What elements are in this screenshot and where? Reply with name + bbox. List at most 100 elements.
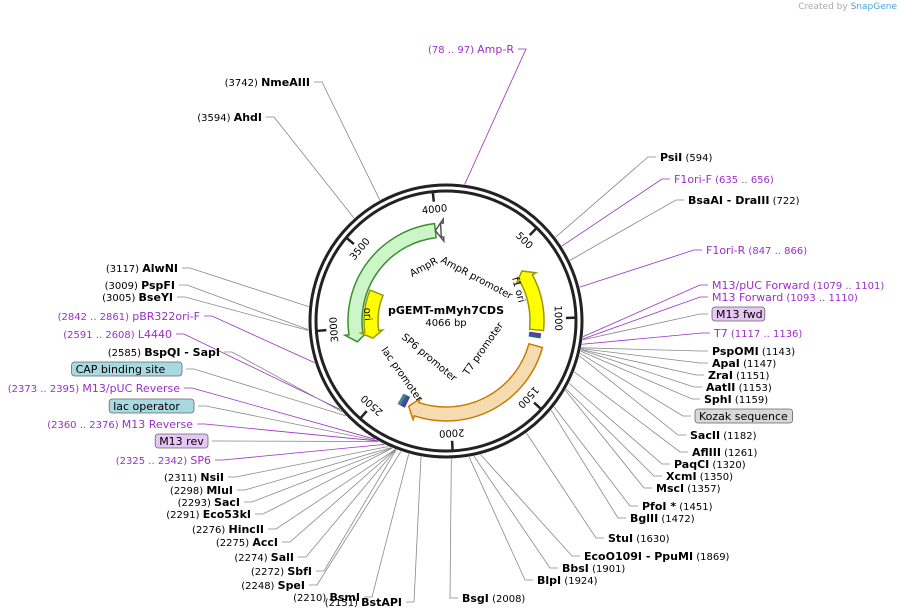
- tick-label-3500: 3500: [348, 236, 373, 263]
- label-name: pBR322ori-F: [132, 310, 200, 323]
- leader-left-17: [244, 447, 393, 503]
- label-m13-puc-reverse-left-10: (2373 .. 2395) M13/pUC Reverse: [8, 382, 180, 395]
- site-labels: PsiI (594)F1ori-F (635 .. 656)BsaAI - Dr…: [8, 43, 885, 609]
- label-name: SP6: [190, 454, 211, 467]
- label-text-bseyi: (3005) BseYI: [102, 291, 173, 304]
- label-name: Eco53kI: [203, 508, 251, 521]
- label-apai-right-9: ApaI (1147): [712, 357, 776, 370]
- tick-label-4000: 4000: [421, 203, 447, 217]
- leader-left-1: [314, 81, 381, 201]
- label-num: (722): [769, 196, 799, 207]
- label-name: SacI: [214, 496, 240, 509]
- tick-2500: [359, 410, 368, 420]
- label-text-ampr: (78 .. 97) Amp-R: [428, 43, 514, 56]
- leader-right-10: [580, 349, 704, 376]
- leader-right-8: [581, 347, 708, 352]
- label-name: M13 Reverse: [122, 418, 193, 431]
- leader-right-2: [569, 199, 684, 261]
- label-extra: - SapI: [180, 346, 220, 359]
- leader-right-24: [468, 456, 533, 581]
- feature-insert: [407, 342, 544, 423]
- label-num: (1350): [697, 472, 734, 483]
- label-num: (1357): [684, 484, 721, 495]
- label-text-bsmi: (2210) BsmI: [293, 591, 360, 604]
- leader-left-23: [309, 451, 402, 586]
- leader-right-7: [581, 332, 710, 345]
- label-num: (2585): [108, 348, 144, 359]
- leader-left-10: [184, 387, 375, 440]
- leader-left-15: [228, 446, 389, 478]
- tick-3500: [345, 236, 355, 246]
- label-alwni-left-3: (3117) AlwNI: [106, 262, 178, 275]
- label-num: (1869): [693, 552, 730, 563]
- label-num: (2248): [241, 581, 277, 592]
- label-num: (2298): [170, 486, 206, 497]
- label-text-apai: ApaI (1147): [712, 357, 776, 370]
- label-num: (2274): [234, 553, 270, 564]
- feature-ori: [358, 289, 386, 340]
- label-name: BsaAI: [688, 194, 723, 207]
- label-xcmi-right-17: XcmI (1350): [666, 470, 733, 483]
- label-sbfi-left-22: (2272) SbfI: [251, 565, 312, 578]
- label-box-text-lac-operator: lac operator: [113, 400, 180, 413]
- label-pspomi-right-8: PspOMI (1143): [712, 345, 795, 358]
- leader-right-17: [565, 388, 662, 477]
- snapgene-credit: Created by SnapGene: [798, 2, 897, 12]
- label-f1ori-r-right-3: F1ori-R (847 .. 866): [706, 244, 807, 257]
- label-name: ApaI: [712, 357, 740, 370]
- leader-right-16: [568, 383, 670, 465]
- label-num: (2291): [166, 510, 202, 521]
- label-acci-left-20: (2275) AccI: [216, 536, 278, 549]
- label-bsgi-right-25: BsgI (2008): [462, 592, 525, 605]
- leader-left-9: [186, 368, 346, 417]
- label-bseyi-left-5: (3005) BseYI: [102, 291, 173, 304]
- label-num: (1153): [735, 383, 772, 394]
- label-num: (1079 .. 1101): [810, 281, 885, 292]
- label-num: (2275): [216, 538, 252, 549]
- plasmid-size: 4066 bp: [425, 318, 466, 329]
- label-text-pbr322ori-f: (2842 .. 2861) pBR322ori-F: [58, 310, 200, 323]
- label-eco53ki-left-18: (2291) Eco53kI: [166, 508, 251, 521]
- label-text-nsii: (2311) NsiI: [164, 471, 224, 484]
- label-text-xcmi: XcmI (1350): [666, 470, 733, 483]
- inner-label-t7-promoter: T7 promoter: [461, 320, 507, 379]
- leader-right-12: [580, 350, 700, 400]
- label-name: AhdI: [234, 111, 262, 124]
- leader-right-25: [449, 458, 458, 599]
- label-text-afliii: AflIII (1261): [692, 446, 757, 459]
- label-name: NsiI: [200, 471, 224, 484]
- label-text-bglii: BglII (1472): [630, 512, 695, 525]
- label-name: SacII: [690, 429, 720, 442]
- leader-right-15: [574, 371, 688, 453]
- credit-brand: SnapGene: [850, 2, 897, 12]
- label-text-pspfi: (3009) PspFI: [105, 279, 175, 292]
- label-text-sp6: (2325 .. 2342) SP6: [116, 454, 211, 467]
- label-name: AatII: [706, 381, 735, 394]
- label-num: (1472): [658, 514, 695, 525]
- label-l4440-left-7: (2591 .. 2608) L4440: [63, 328, 172, 341]
- mcs-marker-0: [528, 331, 542, 337]
- leader-right-19: [553, 406, 638, 507]
- center-label: pGEMT-mMyh7CDS 4066 bp: [388, 304, 504, 329]
- label-text-zrai: ZraI (1151): [708, 369, 769, 382]
- leader-left-13: [212, 440, 379, 442]
- label-paqci-right-16: PaqCI (1320): [674, 458, 746, 471]
- label-text-ecoo109i: EcoO109I - PpuMI (1869): [584, 550, 730, 563]
- label-f1ori-f-right-1: F1ori-F (635 .. 656): [674, 173, 774, 186]
- leader-right-21: [526, 432, 604, 539]
- leader-lines: [176, 48, 710, 603]
- tick-label-1000: 1000: [552, 305, 564, 331]
- label-box-m13-fwd: [711, 306, 766, 322]
- label-text-eco53ki: (2291) Eco53kI: [166, 508, 251, 521]
- label-mlui-left-16: (2298) MluI: [170, 484, 233, 497]
- label-text-bspqi: (2585) BspQI - SapI: [108, 346, 220, 359]
- leader-left-16: [237, 447, 392, 491]
- label-num: (635 .. 656): [712, 175, 774, 186]
- label-m13-puc-forward-right-4: M13/pUC Forward (1079 .. 1101): [712, 279, 884, 292]
- label-name: AlwNI: [142, 262, 178, 275]
- label-num: (1151): [733, 371, 770, 382]
- label-name: NmeAIII: [261, 76, 310, 89]
- leader-right-23: [473, 455, 558, 569]
- leader-right-1: [561, 178, 670, 247]
- leader-left-0: [464, 48, 527, 185]
